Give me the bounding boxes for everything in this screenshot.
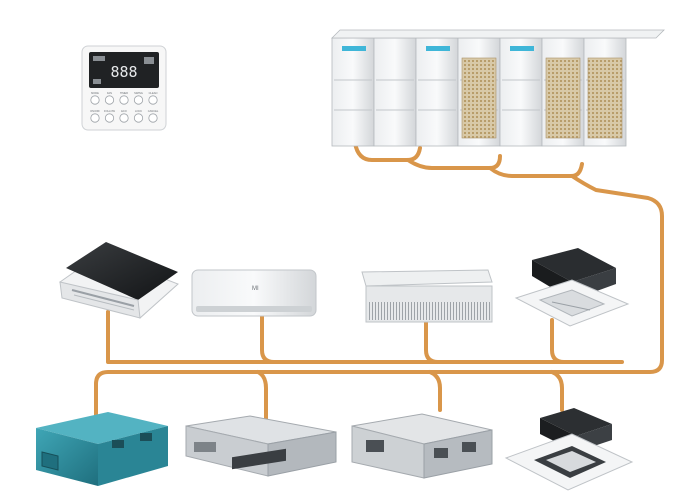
outdoor-unit-logo-badge bbox=[342, 46, 366, 51]
outdoor-unit-module bbox=[373, 37, 417, 147]
four-way-cassette-icon bbox=[504, 408, 634, 491]
outdoor-unit-module bbox=[331, 37, 375, 147]
row1-drop-2 bbox=[260, 314, 276, 364]
controller-button-label: ON/OFF bbox=[90, 109, 100, 113]
controller-button: SWING bbox=[133, 91, 144, 105]
outdoor-unit-module bbox=[415, 37, 459, 147]
row1-branch-pipe bbox=[106, 310, 624, 364]
ceiling-floor-unit-icon bbox=[361, 269, 493, 323]
outdoor-header-pipe bbox=[353, 141, 664, 374]
outdoor-unit-top bbox=[331, 29, 665, 39]
controller-button-label: TIMER bbox=[120, 91, 128, 95]
outdoor-unit-module bbox=[583, 37, 627, 147]
controller-button-label: FAN bbox=[107, 91, 112, 95]
row2-drop-3 bbox=[428, 370, 442, 412]
controller-button-label: MODE bbox=[91, 91, 99, 95]
controller-button: CLEAN bbox=[148, 91, 158, 105]
controller-button-label: SWING bbox=[134, 91, 143, 95]
high-static-duct-icon bbox=[36, 412, 168, 486]
slim-duct-icon bbox=[185, 415, 337, 477]
outdoor-unit-logo-badge bbox=[426, 46, 450, 51]
controller-button: ON/OFF bbox=[90, 109, 100, 123]
controller-button: FAN bbox=[104, 91, 115, 105]
controller-button: LOCK bbox=[133, 109, 144, 123]
medium-static-duct-icon bbox=[351, 413, 493, 479]
controller-button: CANCEL bbox=[148, 109, 159, 123]
row2-drop-2 bbox=[256, 370, 268, 426]
controller-button: MODE bbox=[90, 91, 100, 105]
outdoor-unit-grille bbox=[461, 57, 497, 139]
controller-button-label: LOCK bbox=[135, 109, 142, 113]
outdoor-unit-module bbox=[457, 37, 501, 147]
controller-buttons: MODE FAN TIMER SWING CLEAN ON/OFF FOLLOW ECO LOC… bbox=[90, 91, 159, 123]
compact-cassette-icon bbox=[514, 248, 630, 327]
refrigerant-piping bbox=[94, 141, 664, 426]
wall-mounted-split-icon: MI bbox=[191, 269, 317, 317]
row1-drop-4 bbox=[550, 318, 566, 364]
row2-main-pipe bbox=[94, 370, 624, 422]
row2-drop-4 bbox=[550, 370, 564, 412]
controller-button-label: CANCEL bbox=[148, 109, 159, 113]
one-way-cassette-icon bbox=[58, 242, 179, 319]
controller-button: FOLLOW bbox=[104, 109, 116, 123]
outdoor-unit-logo-badge bbox=[510, 46, 534, 51]
controller-button-label: CLEAN bbox=[149, 91, 158, 95]
controller-display-digits: 888 bbox=[110, 63, 137, 81]
row1-drop-3 bbox=[424, 320, 440, 364]
wired-controller-icon: 888 MODE FAN TIMER SWING CLEAN ON/OFF FOLLOW EC… bbox=[81, 45, 167, 131]
wall-unit-badge: MI bbox=[252, 286, 259, 292]
controller-button-label: FOLLOW bbox=[104, 109, 116, 113]
controller-button-label: ECO bbox=[121, 109, 127, 113]
vrf-outdoor-unit-icon bbox=[331, 29, 665, 147]
controller-button: TIMER bbox=[119, 91, 129, 105]
outdoor-unit-grille bbox=[587, 57, 623, 139]
outdoor-unit-module bbox=[499, 37, 543, 147]
outdoor-unit-module bbox=[541, 37, 585, 147]
controller-button: ECO bbox=[119, 109, 129, 123]
outdoor-unit-grille bbox=[545, 57, 581, 139]
